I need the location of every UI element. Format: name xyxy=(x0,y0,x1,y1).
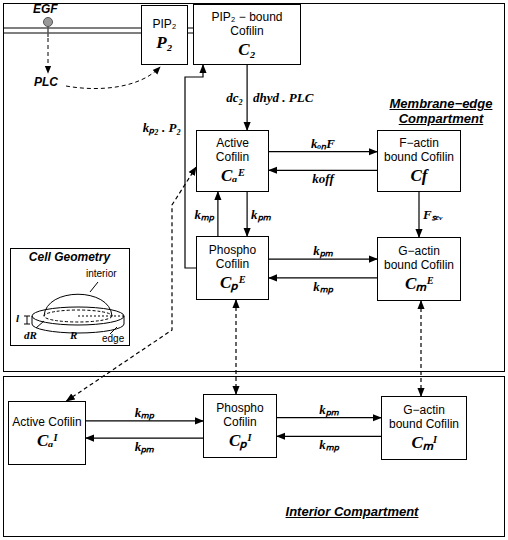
transport-arrow xyxy=(67,167,197,401)
species-box: Active CofilinCₐᴵ xyxy=(8,401,86,465)
variable-symbol: Cₘᴵ xyxy=(411,433,436,453)
dimension-label: l xyxy=(16,312,19,324)
disk-rim xyxy=(32,316,124,333)
height-mark xyxy=(27,316,28,324)
rate-label: kₚₘ xyxy=(250,207,272,222)
transport-arrow xyxy=(420,301,421,396)
rate-label: kₚₘ xyxy=(318,402,340,417)
compartment-title: Interior Compartment xyxy=(262,504,442,519)
callout-label: edge xyxy=(102,333,124,345)
signal-arrow xyxy=(48,38,49,73)
compartment-region: Interior Compartment Active CofilinCₐᴵ Pho… xyxy=(3,376,505,537)
rate-label: kₘₚ xyxy=(312,279,334,294)
egf-ligand xyxy=(44,18,53,27)
rate-label: kₘₚ xyxy=(134,405,156,420)
rate-label: dhyd . PLC xyxy=(252,90,314,105)
reaction-arrow xyxy=(269,151,377,152)
reaction-arrow xyxy=(217,192,218,236)
reaction-arrow xyxy=(277,417,381,418)
reaction-arrow xyxy=(418,192,419,237)
species-name: F−actin bound Cofilin xyxy=(381,136,457,164)
variable-symbol: Cf xyxy=(411,166,428,186)
species-name: Phospho Cofilin xyxy=(200,243,265,271)
leader-line xyxy=(36,321,44,328)
species-name: Active Cofilin xyxy=(200,136,265,164)
rate-label: kₚₘ xyxy=(134,439,156,454)
signal-arrow xyxy=(66,67,160,89)
radius-line xyxy=(78,316,124,317)
species-box: PIP₂ − bound CofilinC₂ xyxy=(193,4,301,65)
variable-symbol: Cₚᴵ xyxy=(229,431,251,451)
reaction-arrow xyxy=(269,259,377,260)
variable-symbol: P₂ xyxy=(156,33,172,53)
reaction-arrow xyxy=(86,420,203,421)
leader-line xyxy=(110,327,117,334)
compartment-title: Membrane−edge Compartment xyxy=(380,96,502,126)
rate-label: koff xyxy=(311,171,334,186)
variable-symbol: Cₐᴱ xyxy=(221,166,244,186)
reaction-arrow xyxy=(247,65,248,130)
rate-label: kₘₚ xyxy=(193,207,215,222)
variable-symbol: Cₘᴱ xyxy=(405,274,433,294)
species-name: Active Cofilin xyxy=(12,415,81,429)
label: PLC xyxy=(34,75,58,89)
variable-symbol: Cₚᴱ xyxy=(220,273,245,293)
species-box: F−actin bound CofilinCf xyxy=(377,130,461,192)
leader-line xyxy=(90,282,98,292)
callout-label: interior xyxy=(86,268,117,280)
species-box: G−actin bound CofilinCₘᴵ xyxy=(381,396,467,460)
rate-label: dc₂ xyxy=(225,90,244,105)
dimension-label: R xyxy=(70,329,77,341)
variable-symbol: C₂ xyxy=(238,40,255,60)
species-box: Active CofilinCₐᴱ xyxy=(196,130,269,192)
receptor-stalk xyxy=(47,26,49,37)
height-tick xyxy=(24,316,30,317)
variable-symbol: Cₐᴵ xyxy=(37,431,57,451)
cell-geometry-drawing xyxy=(24,282,124,334)
species-box: Phospho CofilinCₚᴱ xyxy=(196,236,269,300)
panel-title: Cell Geometry xyxy=(11,250,128,264)
transport-arrow xyxy=(235,300,236,394)
height-tick xyxy=(24,324,30,325)
species-name: G−actin bound Cofilin xyxy=(385,403,463,431)
rate-label: kₚₘ xyxy=(312,243,334,258)
rate-label: kₒₙF xyxy=(310,136,336,151)
species-box: G−actin bound CofilinCₘᴱ xyxy=(377,237,461,301)
label: EGF xyxy=(33,2,58,16)
rate-label: Fₛₑᵥ xyxy=(422,207,444,222)
compartment-region: Membrane−edge Compartment PIP₂ P₂ PIP₂ − bo… xyxy=(3,3,505,372)
species-name: Phospho Cofilin xyxy=(207,401,273,429)
species-name: PIP₂ − bound Cofilin xyxy=(197,10,297,38)
rate-label: kₘₚ xyxy=(318,437,340,452)
rate-label: kₚ₂ . P₂ xyxy=(142,120,182,135)
dome xyxy=(44,294,112,316)
species-name: PIP₂ xyxy=(153,17,177,31)
reaction-arrow xyxy=(247,192,248,236)
species-box: PIP₂ P₂ xyxy=(141,5,188,65)
egf-receptor xyxy=(44,18,53,38)
dimension-label: dR xyxy=(24,329,37,341)
species-box: Phospho CofilinCₚᴵ xyxy=(203,394,277,458)
species-name: G−actin bound Cofilin xyxy=(381,244,457,272)
